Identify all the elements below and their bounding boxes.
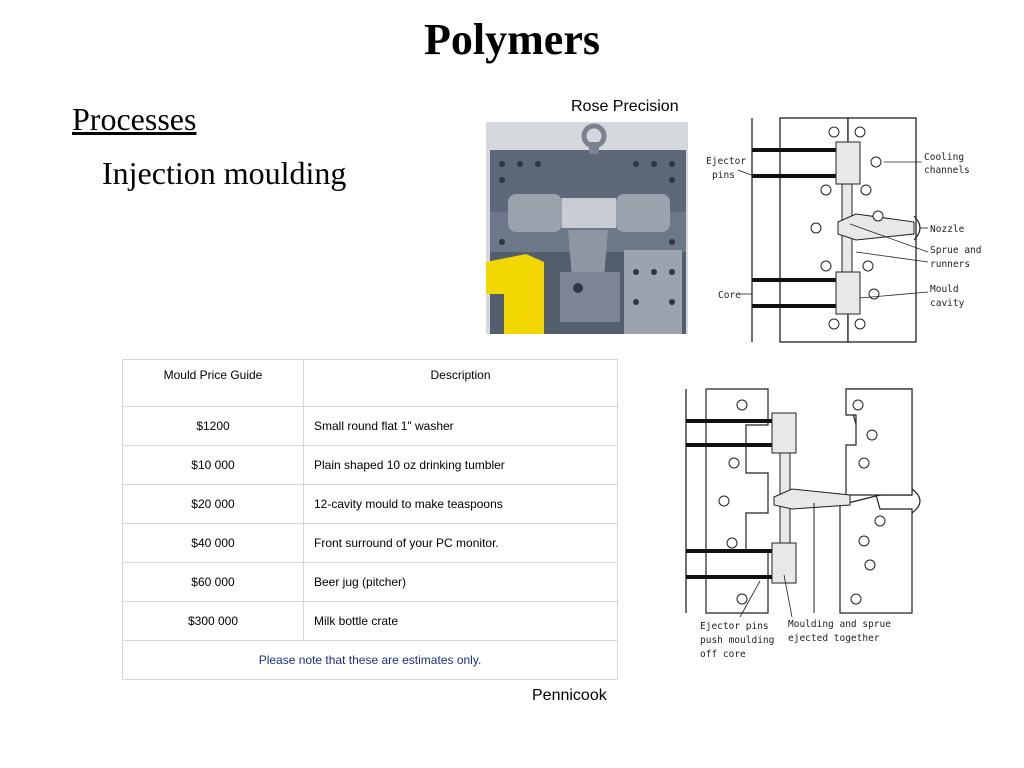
mould-price-table: Mould Price Guide Description $1200 Smal… (122, 359, 618, 680)
label-core: Core (718, 290, 741, 301)
description-cell: Front surround of your PC monitor. (303, 523, 618, 563)
price-cell: $60 000 (122, 562, 304, 602)
description-cell: Small round flat 1" washer (303, 406, 618, 446)
label-sprue: Sprue and (930, 245, 981, 256)
price-cell: $10 000 (122, 445, 304, 485)
description-cell: Beer jug (pitcher) (303, 562, 618, 602)
table-row: $60 000 Beer jug (pitcher) (122, 562, 618, 602)
table-note-row: Please note that these are estimates onl… (122, 640, 618, 680)
table-row: $300 000 Milk bottle crate (122, 601, 618, 641)
label-cooling: Cooling (924, 152, 964, 163)
table-row: $40 000 Front surround of your PC monito… (122, 523, 618, 563)
table-row: $20 000 12-cavity mould to make teaspoon… (122, 484, 618, 524)
label-cavity: cavity (930, 298, 965, 309)
section-subheading: Injection moulding (102, 155, 347, 191)
label-push-moulding: push moulding (700, 635, 774, 646)
header-price: Mould Price Guide (122, 359, 304, 407)
table-row: $10 000 Plain shaped 10 oz drinking tumb… (122, 445, 618, 485)
label-pins: pins (712, 170, 735, 181)
label-ejector: Ejector (706, 156, 746, 167)
label-mould: Mould (930, 284, 959, 295)
label-nozzle: Nozzle (930, 224, 965, 235)
label-ejector-pins: Ejector pins (700, 621, 769, 632)
label-channels: channels (924, 165, 970, 176)
photo-credit: Rose Precision (571, 98, 679, 115)
label-ejected-together: ejected together (788, 633, 880, 644)
label-moulding-sprue: Moulding and sprue (788, 619, 891, 630)
header-description: Description (303, 359, 618, 407)
price-cell: $300 000 (122, 601, 304, 641)
price-cell: $1200 (122, 406, 304, 446)
section-heading: Processes (72, 101, 197, 137)
description-cell: Plain shaped 10 oz drinking tumbler (303, 445, 618, 485)
injection-mould-diagram: Ejector pins Cooling channels Nozzle Spr… (706, 117, 981, 343)
label-runners: runners (930, 259, 970, 270)
price-cell: $20 000 (122, 484, 304, 524)
ejection-diagram: Ejector pins push moulding off core Moul… (685, 388, 921, 660)
mould-photo (486, 122, 688, 334)
estimates-note: Please note that these are estimates onl… (122, 640, 618, 680)
table-header-row: Mould Price Guide Description (122, 359, 618, 407)
label-off-core: off core (700, 649, 746, 660)
description-cell: Milk bottle crate (303, 601, 618, 641)
price-cell: $40 000 (122, 523, 304, 563)
slide-title: Polymers (424, 15, 600, 64)
table-row: $1200 Small round flat 1" washer (122, 406, 618, 446)
table-credit: Pennicook (532, 687, 607, 704)
description-cell: 12-cavity mould to make teaspoons (303, 484, 618, 524)
